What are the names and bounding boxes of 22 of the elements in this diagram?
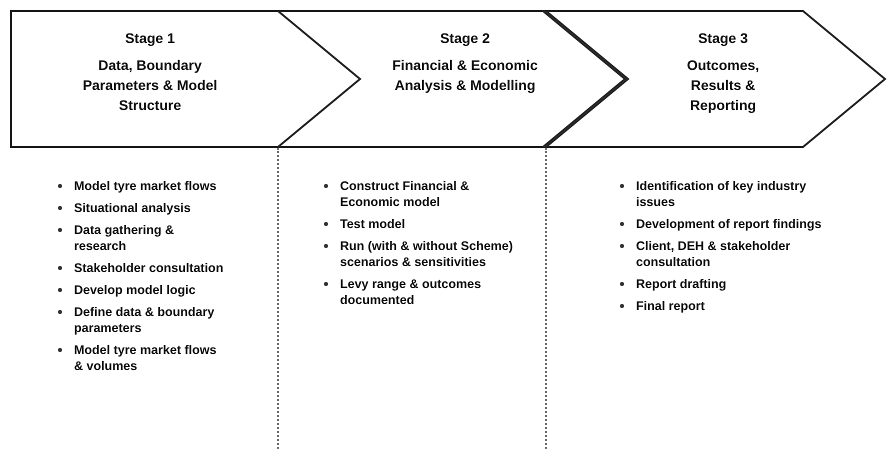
stage-title: Outcomes, Results & Reporting	[686, 56, 760, 115]
bullet-point: Stakeholder consultation	[74, 261, 224, 275]
bullet-point: Test model	[340, 217, 406, 231]
bullet-point: Report drafting	[636, 277, 726, 291]
bullet-point: Development of report findings	[636, 217, 822, 231]
bullet-point: Define data & boundary parameters	[74, 305, 214, 335]
stage-heading: Stage 1	[124, 29, 176, 48]
bullet-point: Data gathering & research	[74, 223, 174, 253]
bullet-point: Model tyre market flows	[74, 179, 216, 193]
bullet-point: Construct Financial & Economic model	[340, 179, 470, 209]
stage-title: Data, Boundary Parameters & Model Structure	[82, 56, 218, 115]
bullet-point: Run (with & without Scheme) scenarios & sensitivities	[340, 239, 513, 269]
bullet-point: Final report	[636, 299, 705, 313]
bullet-point: Develop model logic	[74, 283, 196, 297]
bullet-point: Situational analysis	[74, 201, 191, 215]
bullet-point: Identification of key industry issues	[636, 179, 806, 209]
bullet-point: Client, DEH & stakeholder consultation	[636, 239, 790, 269]
stage-heading: Stage 2	[439, 29, 491, 48]
bullet-point: Levy range & outcomes documented	[340, 277, 482, 307]
stage-heading: Stage 3	[697, 29, 749, 48]
bullet-point: Model tyre market flows & volumes	[74, 343, 216, 373]
stage-title: Financial & Economic Analysis & Modelling	[391, 56, 539, 95]
